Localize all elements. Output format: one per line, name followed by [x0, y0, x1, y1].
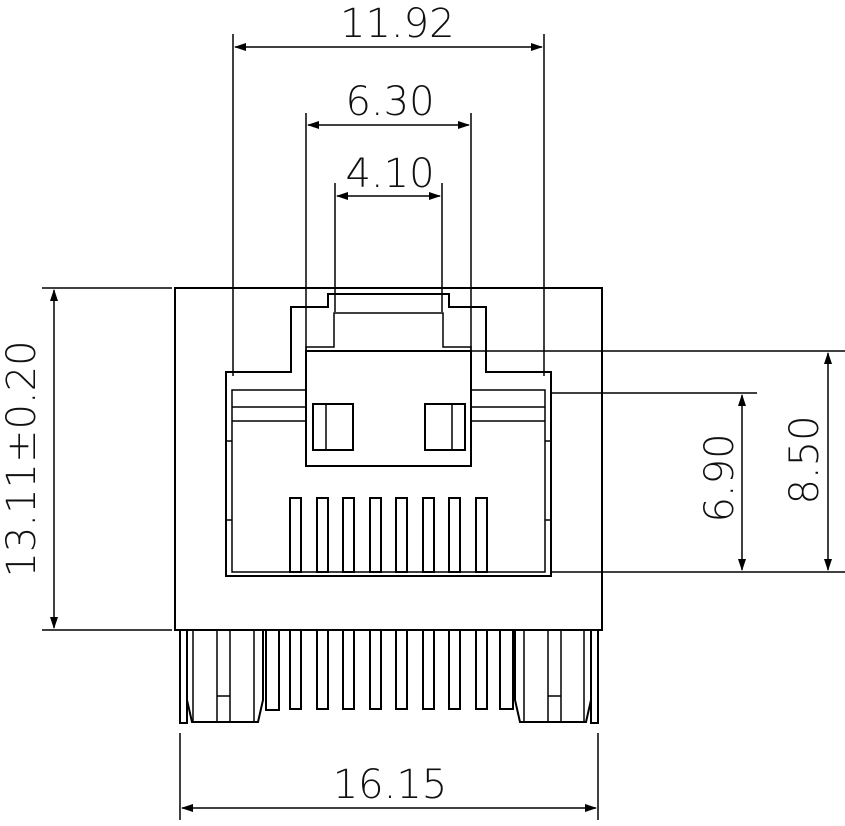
dim-label-6-30: 6.30: [345, 79, 435, 125]
dim-label-11-92: 11.92: [340, 1, 455, 47]
dim-label-4-10: 4.10: [345, 151, 435, 197]
dimension-lines: [50, 43, 832, 812]
dim-label-16-15: 16.15: [332, 762, 448, 808]
port-opening: [225, 293, 552, 577]
contacts: [289, 497, 488, 573]
extension-lines: [42, 34, 845, 820]
dim-label-6-90: 6.90: [697, 433, 743, 523]
housing-outline: [174, 287, 603, 631]
bottom-pins: [179, 630, 599, 724]
latch-tab: [305, 350, 472, 467]
dim-label-13-11: 13.11±0.20: [0, 340, 45, 578]
dim-label-8-50: 8.50: [782, 415, 828, 505]
led-window-left: [312, 403, 354, 451]
led-window-right: [424, 403, 466, 451]
